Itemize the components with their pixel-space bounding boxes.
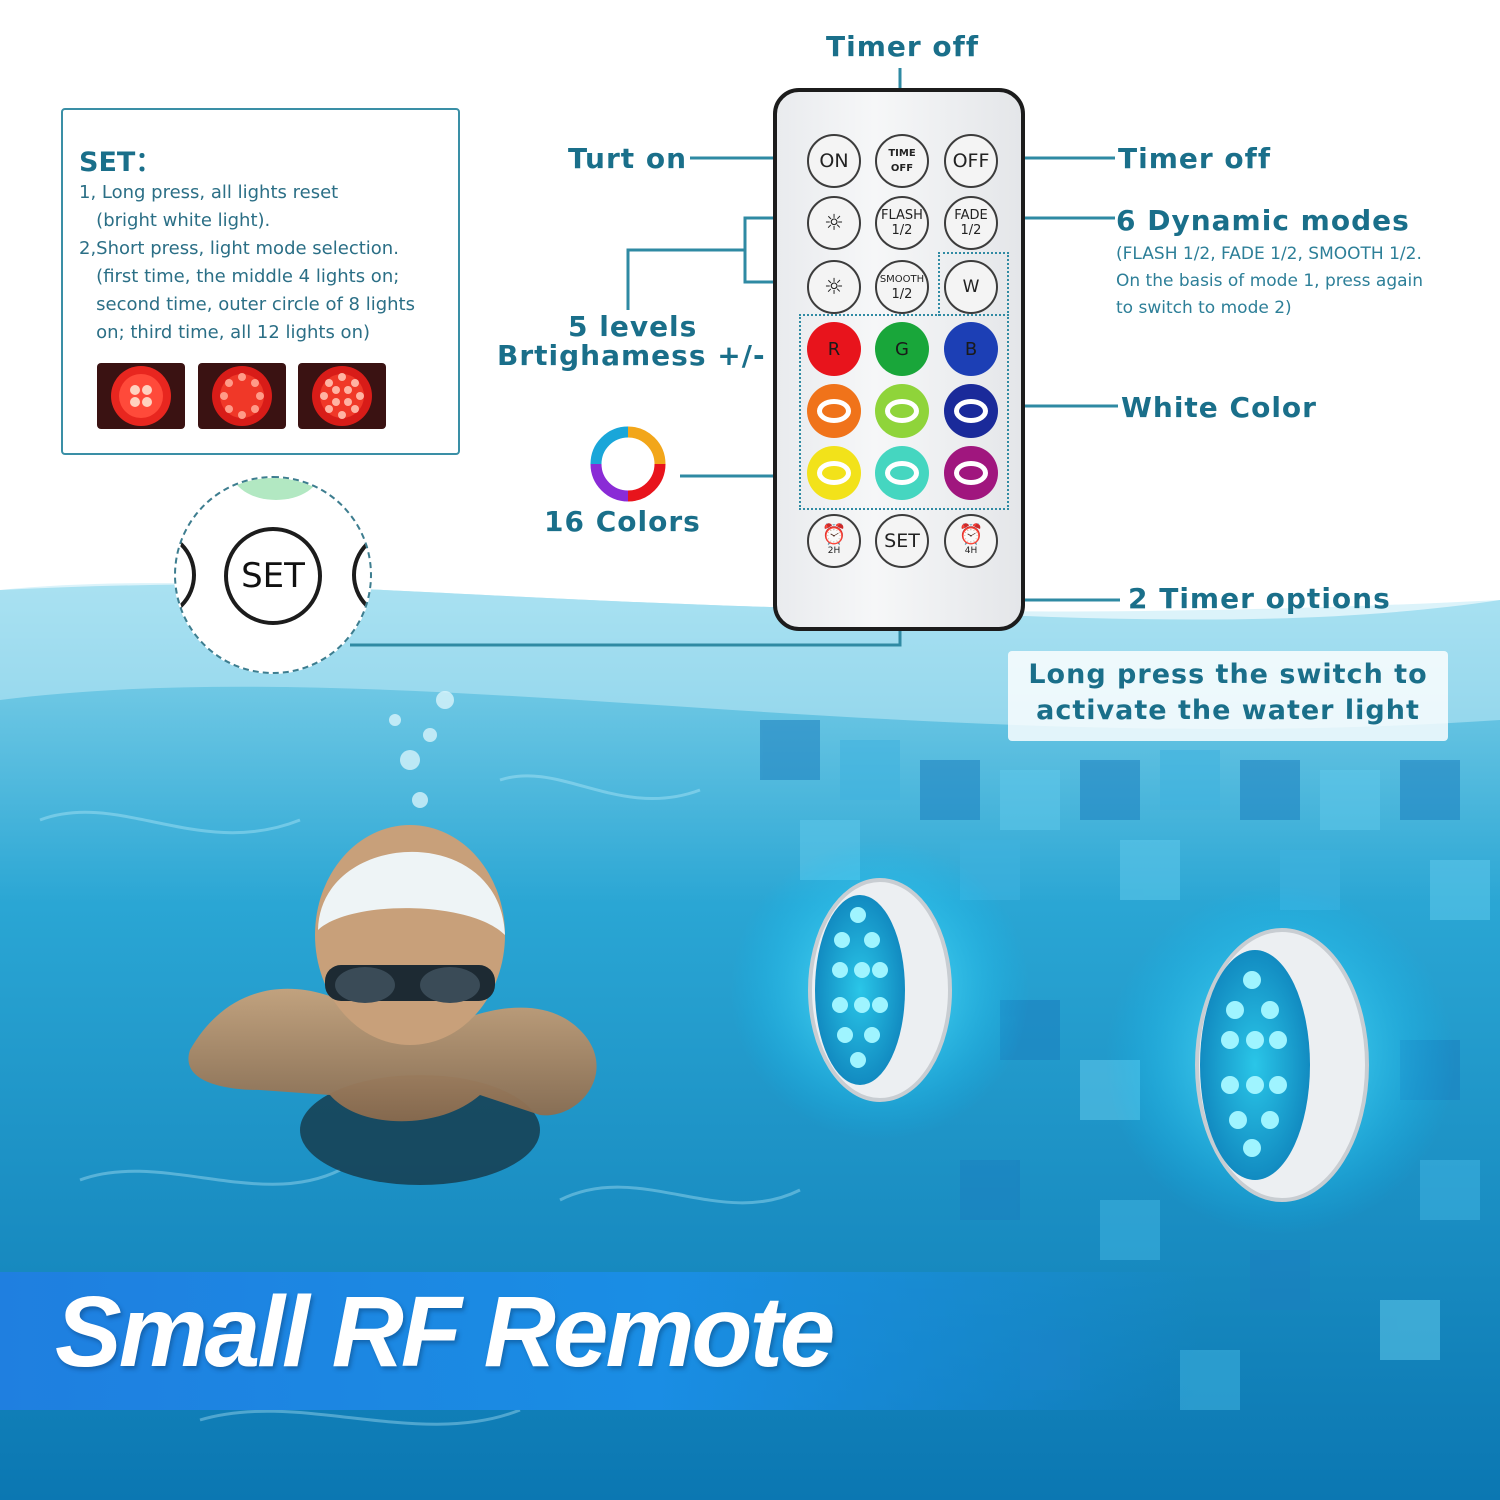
zoom-right-button-edge (352, 530, 370, 620)
white-button-outline (938, 252, 1009, 316)
remote-red-button[interactable]: R (807, 322, 861, 376)
remote-yellow-button[interactable] (807, 446, 861, 500)
set-button-zoom: SET (174, 476, 372, 674)
set-line-3: 2,Short press, light mode selection. (79, 238, 399, 259)
switch-note-line-2: activate the water light (1036, 695, 1420, 726)
yellow-ring (817, 461, 851, 485)
remote-fade-button[interactable]: FADE 1/2 (944, 196, 998, 250)
remote-blue-button[interactable]: B (944, 322, 998, 376)
dynamic-modes-desc-3: to switch to mode 2) (1116, 298, 1292, 318)
set-line-1: 1, Long press, all lights reset (79, 182, 339, 203)
color-grid-outline (799, 314, 1009, 510)
label-dynamic-modes: 6 Dynamic modes (1116, 204, 1410, 237)
zoom-left-button-edge (176, 530, 196, 620)
mode-thumb-12-lights (298, 363, 386, 429)
alarm-clock-4h-icon: ⏰ 4H (959, 524, 984, 559)
flash-label: FLASH (881, 208, 923, 223)
led-light-right (1105, 885, 1455, 1235)
remote-timer-2h-button[interactable]: ⏰ 2H (807, 514, 861, 568)
navy-ring (954, 399, 988, 423)
orange-ring (817, 399, 851, 423)
smooth-mode-label: 1/2 (891, 287, 913, 302)
label-16-colors: 16 Colors (544, 505, 701, 538)
mode-thumb-4-lights (97, 363, 185, 429)
lime-ring (885, 399, 919, 423)
remote-flash-button[interactable]: FLASH 1/2 (875, 196, 929, 250)
label-timer-off-top: Timer off (826, 30, 980, 63)
remote-purple-button[interactable] (944, 446, 998, 500)
remote-navy-button[interactable] (944, 384, 998, 438)
remote-off-button[interactable]: OFF (944, 134, 998, 188)
dynamic-modes-desc-2: On the basis of mode 1, press again (1116, 271, 1424, 291)
remote-timer-4h-button[interactable]: ⏰ 4H (944, 514, 998, 568)
label-turn-on: Turt on (568, 142, 688, 175)
set-line-2: (bright white light). (79, 210, 271, 231)
set-line-5: second time, outer circle of 8 lights (79, 294, 415, 315)
flash-mode-label: 1/2 (891, 223, 913, 238)
fade-mode-label: 1/2 (960, 223, 982, 238)
remote-lime-button[interactable] (875, 384, 929, 438)
label-white-color: White Color (1121, 391, 1317, 424)
timer-4h-label: 4H (964, 545, 978, 556)
caustics (39, 774, 801, 1426)
rf-remote: ON TIME OFF OFF ☼ FLASH 1/2 FADE 1/2 ☼ S… (773, 88, 1025, 631)
set-title: SET： (79, 147, 163, 178)
banner-band (0, 1272, 1200, 1410)
label-timer-options: 2 Timer options (1128, 582, 1391, 615)
zoom-green-hint (231, 478, 321, 500)
smooth-label: SMOOTH (879, 274, 925, 285)
alarm-clock-2h-icon: ⏰ 2H (822, 524, 847, 559)
bubbles (389, 691, 454, 808)
remote-teal-button[interactable] (875, 446, 929, 500)
set-line-4: (first time, the middle 4 lights on; (79, 266, 400, 287)
remote-white-button[interactable]: W (944, 260, 998, 314)
remote-time-off-button[interactable]: TIME OFF (875, 134, 929, 188)
timer-2h-label: 2H (827, 545, 841, 556)
switch-note-box: Long press the switch to activate the wa… (1008, 651, 1448, 741)
fade-label: FADE (954, 208, 988, 223)
remote-set-button[interactable]: SET (875, 514, 929, 568)
zoom-set-button: SET (224, 527, 322, 625)
dynamic-modes-desc-1: (FLASH 1/2, FADE 1/2, SMOOTH 1/2. (1116, 244, 1422, 264)
label-brightness-levels: 5 levels (568, 310, 698, 343)
remote-on-button[interactable]: ON (807, 134, 861, 188)
led-light-left (730, 840, 1030, 1140)
remote-brightness-up-button[interactable]: ☼ (807, 196, 861, 250)
mode-thumb-8-lights (198, 363, 286, 429)
remote-brightness-down-button[interactable]: ☼ (807, 260, 861, 314)
color-wheel-icon (590, 426, 666, 502)
label-brightness-adjust: Brtighamess +/- (497, 339, 766, 372)
set-line-6: on; third time, all 12 lights on) (79, 322, 370, 343)
set-info-panel: SET： 1, Long press, all lights reset (br… (61, 108, 460, 455)
label-timer-off-right: Timer off (1118, 142, 1272, 175)
teal-ring (885, 461, 919, 485)
remote-orange-button[interactable] (807, 384, 861, 438)
switch-note-line-1: Long press the switch to (1028, 659, 1428, 690)
banner-title: Small RF Remote (55, 1276, 835, 1388)
brightness-up-icon: ☼ (824, 210, 844, 236)
swimmer (188, 825, 597, 1185)
remote-green-button[interactable]: G (875, 322, 929, 376)
brightness-down-icon: ☼ (824, 274, 844, 300)
purple-ring (954, 461, 988, 485)
remote-smooth-button[interactable]: SMOOTH 1/2 (875, 260, 929, 314)
